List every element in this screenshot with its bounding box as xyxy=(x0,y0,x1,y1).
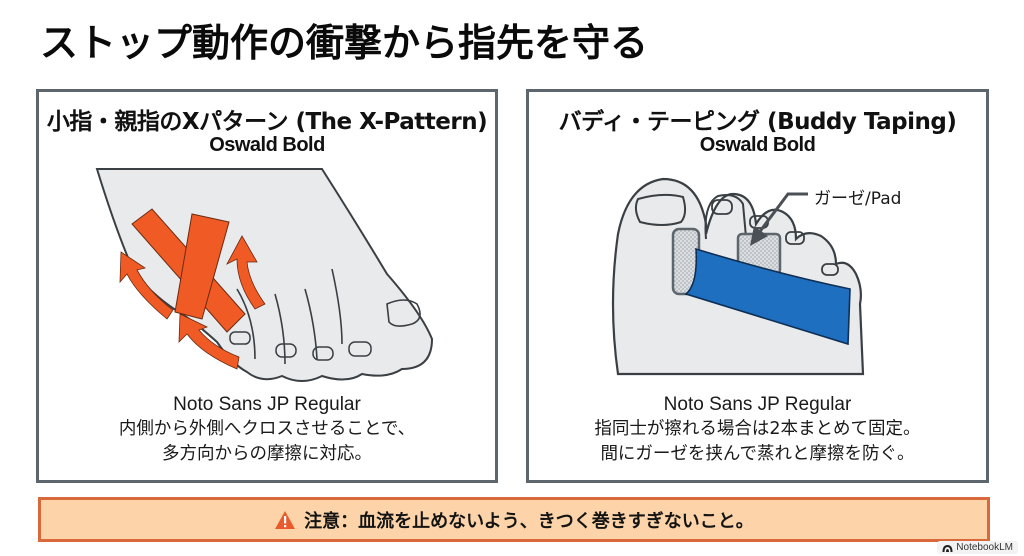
font-note: Noto Sans JP Regular xyxy=(663,394,852,415)
buddy-taping-panel: バディ・テーピング (Buddy Taping) Oswald Bold xyxy=(526,89,989,483)
x-pattern-foot-illustration xyxy=(39,164,495,389)
caption-line: 内側から外側へクロスさせることで、 xyxy=(118,419,416,439)
notebooklm-watermark: NotebookLM xyxy=(937,541,1018,554)
warning-triangle-icon xyxy=(275,510,296,529)
caption-line: 間にガーゼを挟んで蒸れと摩擦を防ぐ。 xyxy=(600,444,915,464)
panel-heading: 小指・親指のXパターン (The X-Pattern) xyxy=(46,109,488,135)
caption-line: 指同士が擦れる場合は2本まとめて固定。 xyxy=(594,419,921,439)
buddy-taping-foot-illustration: ガーゼ/Pad xyxy=(529,164,986,389)
warning-text: 注意：血流を止めないよう、きつく巻きすぎないこと。 xyxy=(304,510,754,532)
watermark-label: NotebookLM xyxy=(956,542,1013,553)
page-title: ストップ動作の衝撃から指先を守る xyxy=(40,21,649,65)
panel-subheading: Oswald Bold xyxy=(209,134,325,156)
panel-heading: バディ・テーピング (Buddy Taping) xyxy=(558,109,957,135)
foot-x-taping-icon xyxy=(95,168,434,382)
callout-label: ガーゼ/Pad xyxy=(814,189,901,209)
x-pattern-panel: 小指・親指のXパターン (The X-Pattern) Oswald Bold xyxy=(36,89,498,483)
foot-buddy-taping-icon: ガーゼ/Pad xyxy=(611,177,901,376)
notebooklm-logo-icon xyxy=(942,544,953,552)
warning-banner: 注意：血流を止めないよう、きつく巻きすぎないこと。 xyxy=(38,497,990,542)
caption: Noto Sans JP Regular 内側から外側へクロスさせることで、 多… xyxy=(39,392,495,467)
font-note: Noto Sans JP Regular xyxy=(173,394,361,415)
caption: Noto Sans JP Regular 指同士が擦れる場合は2本まとめて固定。… xyxy=(529,392,986,467)
caption-line: 多方向からの摩擦に対応。 xyxy=(162,444,372,464)
panel-subheading: Oswald Bold xyxy=(699,134,816,156)
